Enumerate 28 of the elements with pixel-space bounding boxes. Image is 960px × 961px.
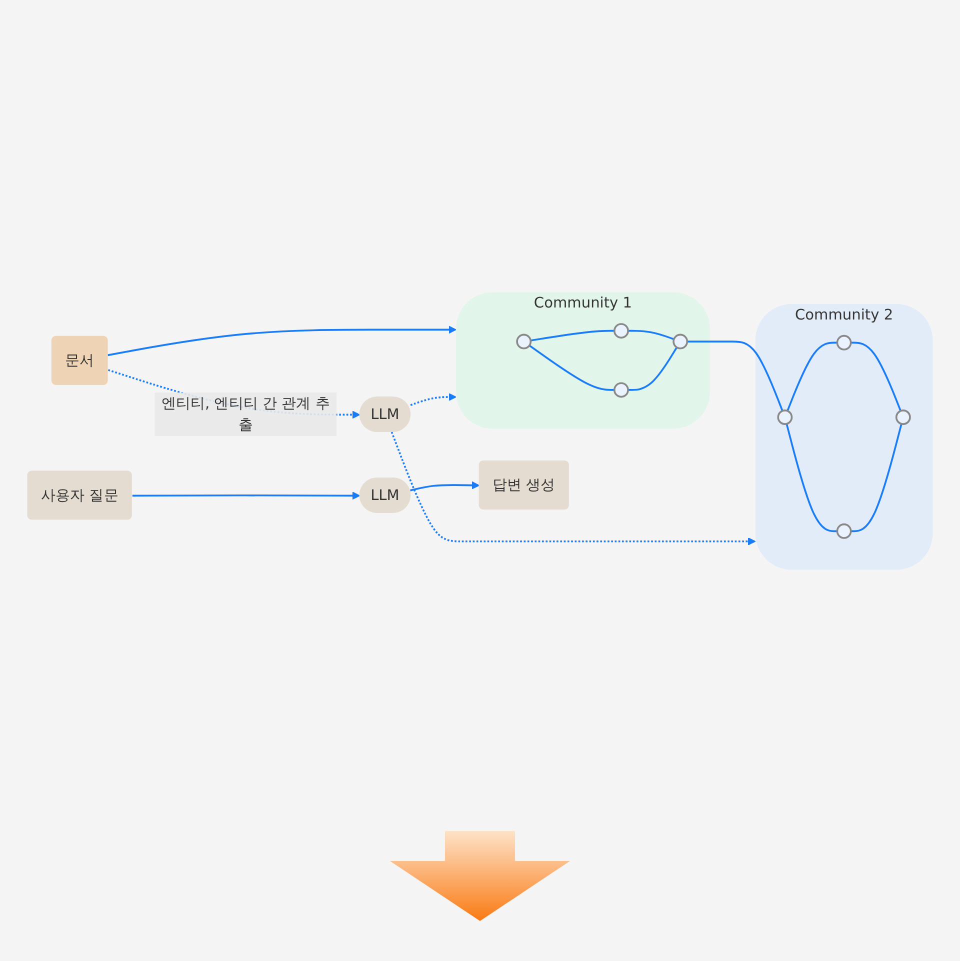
connector xyxy=(687,340,784,411)
node-circle xyxy=(672,333,688,349)
arrow xyxy=(410,480,480,491)
node-circle xyxy=(777,409,793,424)
connector xyxy=(850,341,902,411)
arrow xyxy=(390,431,756,545)
connector xyxy=(786,423,838,532)
connector xyxy=(628,329,674,340)
arrow xyxy=(410,392,456,406)
edge-label: 엔티티, 엔티티 간 관계 추출 xyxy=(161,394,330,433)
connector xyxy=(628,346,678,390)
node-circle xyxy=(895,409,911,424)
node-circle xyxy=(614,382,629,398)
node-circle xyxy=(836,522,852,538)
node-box: 답변 생성 xyxy=(478,460,569,510)
cluster: Community 2 xyxy=(755,304,933,570)
node-box: 문서 xyxy=(51,335,108,384)
connector xyxy=(786,341,838,411)
cluster: Community 1 xyxy=(456,292,710,428)
arrow xyxy=(108,325,456,356)
arrow xyxy=(132,491,360,500)
node-circle xyxy=(836,334,852,350)
connector xyxy=(850,423,902,532)
connector xyxy=(530,329,614,341)
node-circle xyxy=(516,333,532,349)
connector xyxy=(528,344,614,390)
node-box: 사용자 질문 xyxy=(27,470,132,520)
node-circle xyxy=(614,322,629,338)
